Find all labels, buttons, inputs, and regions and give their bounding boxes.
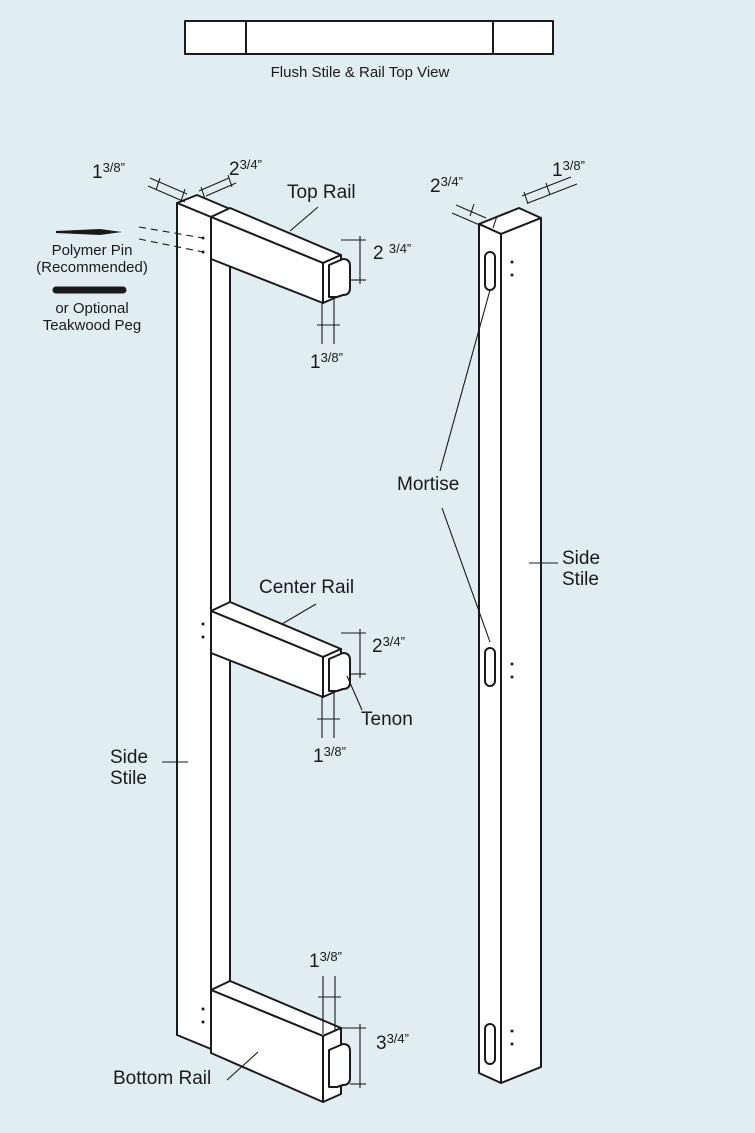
dim-bottom-rail-tenon: 13/8” [309, 949, 342, 972]
mortise-leader-top [439, 289, 491, 472]
pin-hole [510, 1042, 514, 1046]
top-rail-leader [289, 206, 319, 232]
top-view-outline [184, 20, 554, 55]
dim-top-rail-tenon: 13/8” [310, 350, 343, 373]
pin-hole [510, 662, 514, 666]
part-labels: Top Rail Center Rail Bottom Rail Tenon M… [110, 182, 600, 1089]
top-rail-tenon [328, 258, 351, 298]
bottom-mortise [484, 1023, 496, 1065]
bottom-rail-tenon [328, 1043, 351, 1088]
right-side-stile-label-line2: Stile [562, 569, 599, 590]
dim-right-stile-width: 23/4” [430, 174, 463, 197]
polymer-pin-icon [56, 229, 122, 235]
teakwood-peg-note: Teakwood Peg [43, 317, 141, 334]
dim-bottom-rail-height: 33/4” [376, 1031, 409, 1054]
pin-hole [510, 260, 514, 264]
mortise-label: Mortise [397, 474, 459, 495]
top-view: Flush Stile & Rail Top View [184, 20, 554, 81]
pin-hole [510, 273, 514, 277]
center-rail-tenon [328, 652, 351, 692]
bottom-rail-leader [226, 1051, 259, 1081]
pin-hole [201, 1007, 205, 1011]
pin-hole [510, 675, 514, 679]
right-side-stile [478, 207, 542, 1084]
pin-leader [138, 226, 204, 239]
top-rail-label: Top Rail [287, 182, 356, 203]
center-rail-leader [281, 603, 317, 625]
mortise-leader-center [441, 507, 491, 643]
center-rail-label: Center Rail [259, 577, 354, 598]
left-side-stile-label-line2: Stile [110, 768, 147, 789]
pin-legend: Polymer Pin (Recommended) or Optional Te… [36, 226, 204, 334]
pin-hole [510, 1029, 514, 1033]
dimension-lines [147, 174, 578, 1088]
pin-hole [201, 622, 205, 626]
right-stile-front-face [500, 217, 542, 1084]
polymer-pin-note: (Recommended) [36, 259, 148, 276]
top-rail [210, 207, 351, 304]
pin-leader [138, 238, 204, 253]
bottom-rail-label: Bottom Rail [113, 1068, 211, 1089]
dim-top-rail-height: 2 3/4” [373, 241, 411, 264]
top-view-caption: Flush Stile & Rail Top View [271, 64, 450, 81]
pin-hole [201, 1020, 205, 1024]
left-side-stile-label-line1: Side [110, 747, 148, 768]
dim-right-stile-depth: 13/8” [552, 158, 585, 181]
dim-center-rail-height: 23/4” [372, 634, 405, 657]
dim-center-rail-tenon: 13/8” [313, 744, 346, 767]
dimension-labels: 13/8” 23/4” 2 3/4” 13/8” 23/4” 13/8” 13/… [92, 157, 585, 1054]
dim-top-left-depth: 13/8” [92, 160, 125, 183]
center-rail [210, 601, 351, 698]
center-mortise [484, 647, 496, 687]
left-stile-front-face [176, 202, 212, 1050]
right-side-stile-label-line1: Side [562, 548, 600, 569]
tenon-label: Tenon [361, 709, 413, 730]
bottom-rail [210, 980, 351, 1103]
polymer-pin-label: Polymer Pin [52, 242, 133, 259]
top-mortise [484, 251, 496, 291]
pin-hole [201, 635, 205, 639]
teakwood-peg-label: or Optional [55, 300, 128, 317]
dim-top-left-width: 23/4” [229, 157, 262, 180]
